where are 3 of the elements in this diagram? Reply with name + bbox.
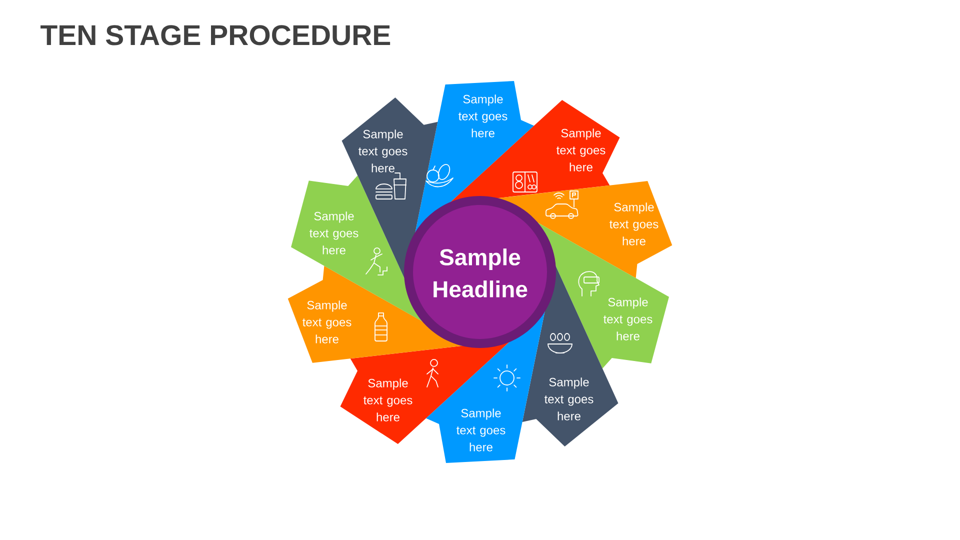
blade: Sample text goes here <box>426 308 546 463</box>
title: TEN STAGE PROCEDURE <box>40 25 390 46</box>
blade: Sample text goes here <box>414 81 534 235</box>
